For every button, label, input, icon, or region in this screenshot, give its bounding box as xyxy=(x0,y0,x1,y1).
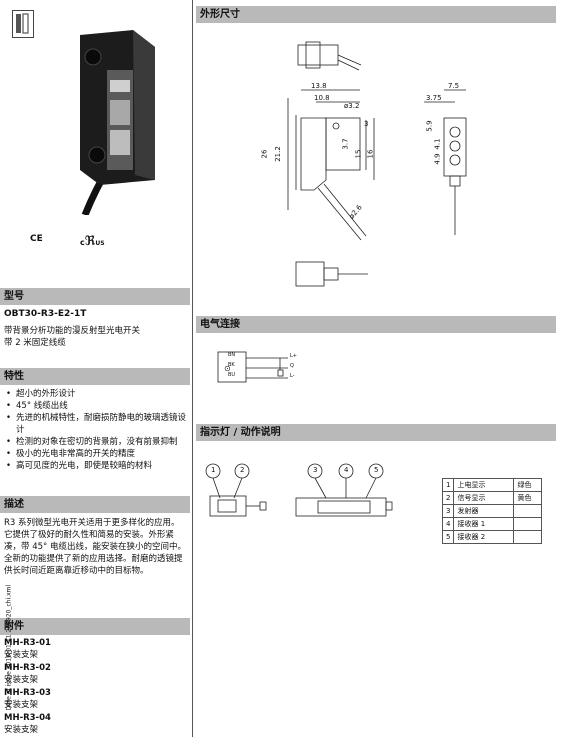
indicator-legend: 1 上电显示 绿色 2 信号显示 黄色 3 发射器 4 接收器 1 5 接收器 … xyxy=(441,478,543,544)
list-item: 45° 线缆出线 xyxy=(4,400,186,412)
ul-mark: cℜUS xyxy=(80,234,105,249)
dim-label: 21.2 xyxy=(273,146,282,162)
issue-date-note: Date of issue 2016-01-11 266920_chi.xml xyxy=(5,584,13,711)
list-item: 检测的对象在密切的背景前，没有前景抑制 xyxy=(4,436,186,448)
indicator-heading: 指示灯 / 动作说明 xyxy=(196,424,556,441)
dim-label: 15 xyxy=(354,149,363,159)
list-item: 高可见度的光电，即使是较暗的材料 xyxy=(4,460,186,472)
accessory-code: MH-R3-04 xyxy=(4,713,51,723)
left-column: CE cℜUS 型号 OBT30-R3-E2-1T 带背景分析功能的漫反射型光电… xyxy=(0,0,190,737)
wire-minus: L- xyxy=(290,373,295,379)
callout-1: 1 xyxy=(211,466,216,474)
list-item: 超小的外形设计 xyxy=(4,388,186,400)
dim-label: 7.5 xyxy=(448,82,460,90)
wiring-diagram: ⊙ xyxy=(217,351,288,383)
description-text: R3 系列微型光电开关适用于更多样化的应用。它提供了极好的耐久性和简易的安装。外… xyxy=(4,518,186,576)
dim-label: 3.7 xyxy=(341,138,350,150)
table-row: 1 上电显示 绿色 xyxy=(441,478,543,492)
callout-2: 2 xyxy=(240,466,245,474)
model-code: OBT30-R3-E2-1T xyxy=(4,309,87,319)
accessory-desc: 安装支架 xyxy=(4,675,39,685)
wire-bn: BN xyxy=(228,352,236,358)
dim-label: 5.9 xyxy=(425,120,434,132)
accessory-code: MH-R3-03 xyxy=(4,688,51,698)
accessory-desc: 安装支架 xyxy=(4,700,39,710)
product-photo xyxy=(80,30,155,215)
accessories-heading: 附件 xyxy=(0,618,190,635)
accessory-desc: 安装支架 xyxy=(4,650,39,660)
table-row: 3 发射器 xyxy=(441,504,543,518)
accessory-desc: 安装支架 xyxy=(4,725,39,735)
dim-label: 10.8 xyxy=(314,94,330,102)
column-divider xyxy=(192,0,193,737)
dim-label: 13.8 xyxy=(311,82,327,90)
electrical-heading: 电气连接 xyxy=(196,316,556,333)
indicator-drawing xyxy=(205,463,393,517)
table-row: 4 接收器 1 xyxy=(441,517,543,531)
dim-label: 4.9 xyxy=(433,153,442,165)
ce-mark: CE xyxy=(30,234,43,244)
svg-text:⊙: ⊙ xyxy=(224,364,231,373)
table-row: 2 信号显示 黄色 xyxy=(441,491,543,505)
dim-label: 16 xyxy=(366,149,375,159)
callout-4: 4 xyxy=(344,466,349,474)
feature-list: 超小的外形设计 45° 线缆出线 先进的机械特性，耐磨损防静电的玻璃透镜设计 检… xyxy=(4,388,186,472)
dim-label: ø3.2 xyxy=(344,102,360,110)
list-item: 先进的机械特性，耐磨损防静电的玻璃透镜设计 xyxy=(4,412,186,436)
model-desc: 带背景分析功能的漫反射型光电开关 带 2 米固定线缆 xyxy=(4,326,141,348)
dim-label: 3 xyxy=(364,120,369,128)
accessory-code: MH-R3-02 xyxy=(4,663,51,673)
accessory-code: MH-R3-01 xyxy=(4,638,51,648)
features-heading: 特性 xyxy=(0,368,190,385)
wire-bu: BU xyxy=(228,372,236,378)
callout-5: 5 xyxy=(374,466,379,474)
dim-label: 3.75 xyxy=(426,94,442,102)
wire-bk: BK xyxy=(228,362,235,368)
callout-3: 3 xyxy=(313,466,318,474)
table-row: 5 接收器 2 xyxy=(441,530,543,544)
description-heading: 描述 xyxy=(0,496,190,513)
dimension-drawing xyxy=(287,41,467,287)
wire-plus: L+ xyxy=(290,353,297,359)
wire-q: Q xyxy=(290,363,294,369)
brand-logo xyxy=(12,10,34,38)
model-heading: 型号 xyxy=(0,288,190,305)
list-item: 极小的光电非常高的开关的精度 xyxy=(4,448,186,460)
right-column: 外形尺寸 xyxy=(196,0,566,737)
dim-label: 26 xyxy=(260,149,269,159)
dim-label: 4.1 xyxy=(433,138,442,150)
dimensions-heading: 外形尺寸 xyxy=(196,6,556,23)
